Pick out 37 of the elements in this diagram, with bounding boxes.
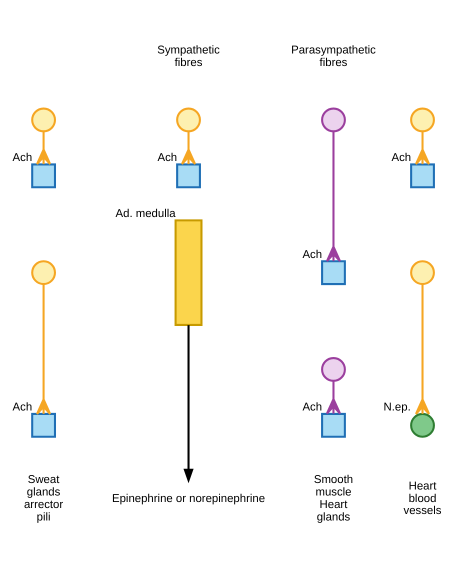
node-label: Ad. medulla xyxy=(116,208,176,220)
node-bar xyxy=(174,218,202,326)
node-circle xyxy=(321,107,346,132)
node-box xyxy=(321,412,346,438)
node-circle xyxy=(410,260,435,285)
connector xyxy=(36,130,52,165)
label: Smooth muscle Heart glands xyxy=(314,474,354,523)
node-circle xyxy=(31,107,56,132)
node-label: Ach xyxy=(302,401,322,414)
connector xyxy=(180,130,196,165)
connector xyxy=(326,380,342,414)
label: Sweat glands arrector pili xyxy=(24,474,64,523)
node-label: Ach xyxy=(391,152,412,164)
label: Heart blood vessels xyxy=(404,480,442,517)
arrow xyxy=(183,324,194,483)
node-box xyxy=(31,412,56,438)
connector xyxy=(326,130,342,262)
connector xyxy=(36,284,52,414)
node-circle xyxy=(176,107,201,132)
node-circle xyxy=(410,412,435,438)
node-box xyxy=(410,162,435,188)
node-label: Ach xyxy=(302,248,322,260)
label: Sympathetic fibres xyxy=(157,44,220,68)
node-box xyxy=(321,260,346,285)
connector xyxy=(414,284,430,414)
node-box xyxy=(31,162,56,188)
node-circle xyxy=(321,356,346,382)
node-label: N.ep. xyxy=(384,401,411,414)
node-circle xyxy=(31,260,56,285)
node-label: Ach xyxy=(12,152,32,164)
label: Parasympathetic fibres xyxy=(291,44,376,68)
node-label: Ach xyxy=(12,401,32,414)
connector xyxy=(414,130,430,165)
node-label: Ach xyxy=(158,152,178,164)
node-text: Epinephrine or norepinephrine xyxy=(112,492,266,504)
node-box xyxy=(176,162,201,188)
node-circle xyxy=(410,107,435,132)
